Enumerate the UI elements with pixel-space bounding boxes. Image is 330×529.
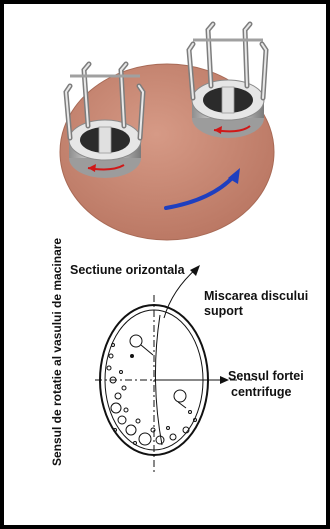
label-disc-motion-1: Miscarea discului — [204, 289, 308, 303]
label-centrifugal-2: centrifuge — [231, 385, 291, 399]
label-disc-motion-2: suport — [204, 304, 243, 318]
label-rotation-direction: Sensul de rotatie al vasului de macinare — [50, 238, 64, 466]
label-centrifugal-1: Sensul fortei — [228, 369, 304, 383]
label-section: Sectiune orizontala — [70, 263, 185, 277]
